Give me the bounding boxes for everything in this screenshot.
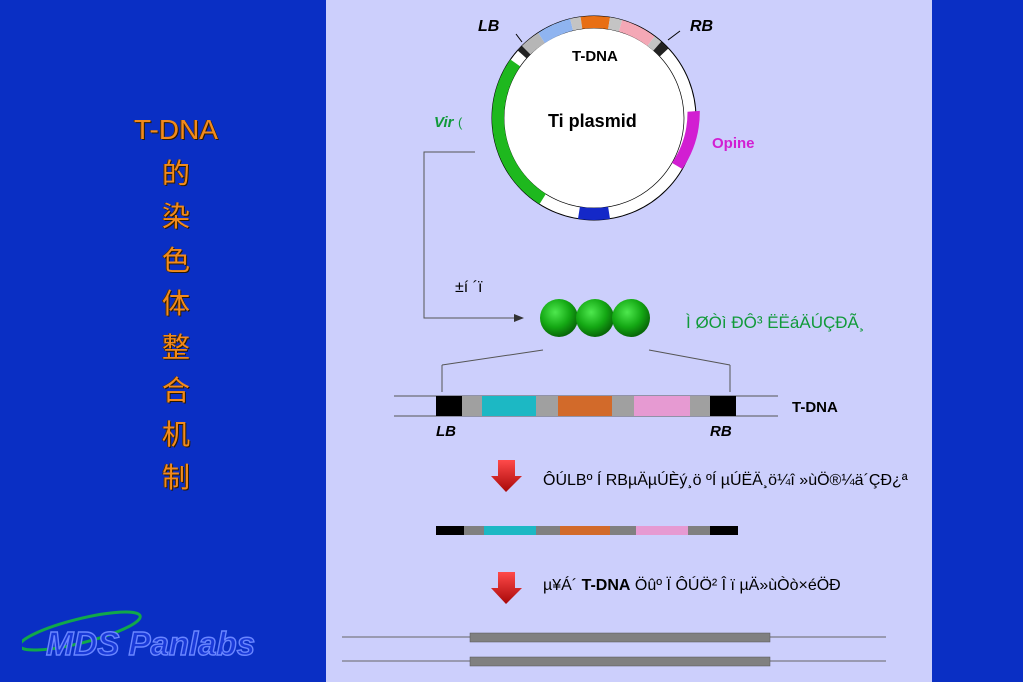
plasmid-border-rb [653,41,669,57]
strand-lb [436,526,464,535]
title-line: 制 [161,462,190,493]
plasmid-tdna-label: T-DNA [572,48,618,65]
strand-orange [560,526,610,535]
plasmid-vir-label: Vir [434,114,455,131]
expression-connector: ±í ´ï [423,151,524,322]
plasmid-segment-gray-left [521,32,545,55]
down-arrow-icon [491,460,522,492]
step2-text: µ¥Á´ T-DNA Öûº Ï ÔÚÖ² Î ï µÄ»ùÒò×éÖÐ [543,575,841,594]
strip-gray [536,396,558,416]
vir-proteins: Ì ØÒì ÐÔ³ ËËáÄÚÇÐÃ¸ [540,299,865,337]
plasmid-segment-gray-mid [570,16,583,31]
left-sidebar [0,0,326,682]
title-line: 色 [161,244,190,276]
step2-suffix: Öûº Ï ÔÚÖ² Î ï µÄ»ùÒò×éÖÐ [635,575,841,594]
strip-gray [690,396,710,416]
plasmid-lb-label: LB [478,18,499,35]
logo-text: MDS Panlabs [46,625,255,662]
strand-teal [484,526,536,535]
protein-label: Ì ØÒì ÐÔ³ ËËáÄÚÇÐÃ¸ [686,313,865,332]
strip-lb [436,396,462,416]
logo-swoosh-icon [22,610,142,652]
title-line: 机 [161,418,190,450]
protein-sphere [612,299,650,337]
strip-teal [482,396,536,416]
plasmid-opine-label: Opine [712,135,755,152]
plasmid-segment-gray-rb [647,36,662,51]
strand-pink [636,526,688,535]
strand-rb [710,526,738,535]
ti-plasmid: LB RB T-DNA Ti plasmid Vir ( Opine [434,15,755,221]
strand-gray [464,526,484,535]
strip-lb-label: LB [436,423,456,440]
mds-panlabs-logo: MDS Panlabs [22,610,256,663]
strip-tdna-label: T-DNA [792,399,838,416]
step2-prefix: µ¥Á´ [543,575,577,594]
plasmid-vir-suffix: ( [458,115,463,130]
strip-rb [710,396,736,416]
plasmid-segment-dark-blue [578,206,610,220]
right-margin [932,0,1023,682]
strip-gray [612,396,634,416]
arrowhead-icon [514,314,524,322]
plasmid-segment-blue [538,18,573,44]
strip-pink [634,396,690,416]
plasmid-border-lb [517,45,531,59]
plasmid-segment-gray-right [608,17,623,32]
plasmid-segment-vir [492,59,546,205]
title-line: T-DNA [134,114,218,145]
step2-bold: T-DNA [582,577,631,594]
strip-orange [558,396,612,416]
strand-gray [536,526,560,535]
step-2: µ¥Á´ T-DNA Öûº Ï ÔÚÖ² Î ï µÄ»ùÒò×éÖÐ [491,572,841,604]
strand-gray [610,526,636,535]
strip-gray [462,396,482,416]
plasmid-segment-pink [618,20,655,46]
plant-genome [342,632,886,667]
step1-text: ÔÚLBº Í RBµÄµÚÈý¸ö ºÍ µÚËÄ¸ö¼î »ùÖ®¼ä´ÇÐ… [543,470,908,489]
plasmid-name: Ti plasmid [548,111,637,131]
plasmid-segment-opine [672,110,700,169]
protein-sphere [540,299,578,337]
expression-label: ±í ´ï [455,279,483,296]
tdna-strip: LB RB T-DNA [394,349,838,440]
single-strand [436,526,738,535]
integrated-tdna-top [469,632,771,643]
down-arrow-icon [491,572,522,604]
title-line: 体 [161,288,190,319]
step-1: ÔÚLBº Í RBµÄµÚÈý¸ö ºÍ µÚËÄ¸ö¼î »ùÖ®¼ä´ÇÐ… [491,460,908,492]
strip-rb-label: RB [710,423,732,440]
title-line: 的 [161,157,190,189]
integrated-tdna-bottom [469,656,771,667]
title-line: 整 [161,331,190,363]
vertical-title: T-DNA 的 染 色 体 整 合 机 制 [110,108,242,500]
title-line: 合 [161,375,190,406]
title-line: 染 [161,201,190,232]
plasmid-segment-orange [580,16,610,30]
plasmid-rb-label: RB [690,18,713,35]
protein-sphere [576,299,614,337]
strand-gray [688,526,710,535]
